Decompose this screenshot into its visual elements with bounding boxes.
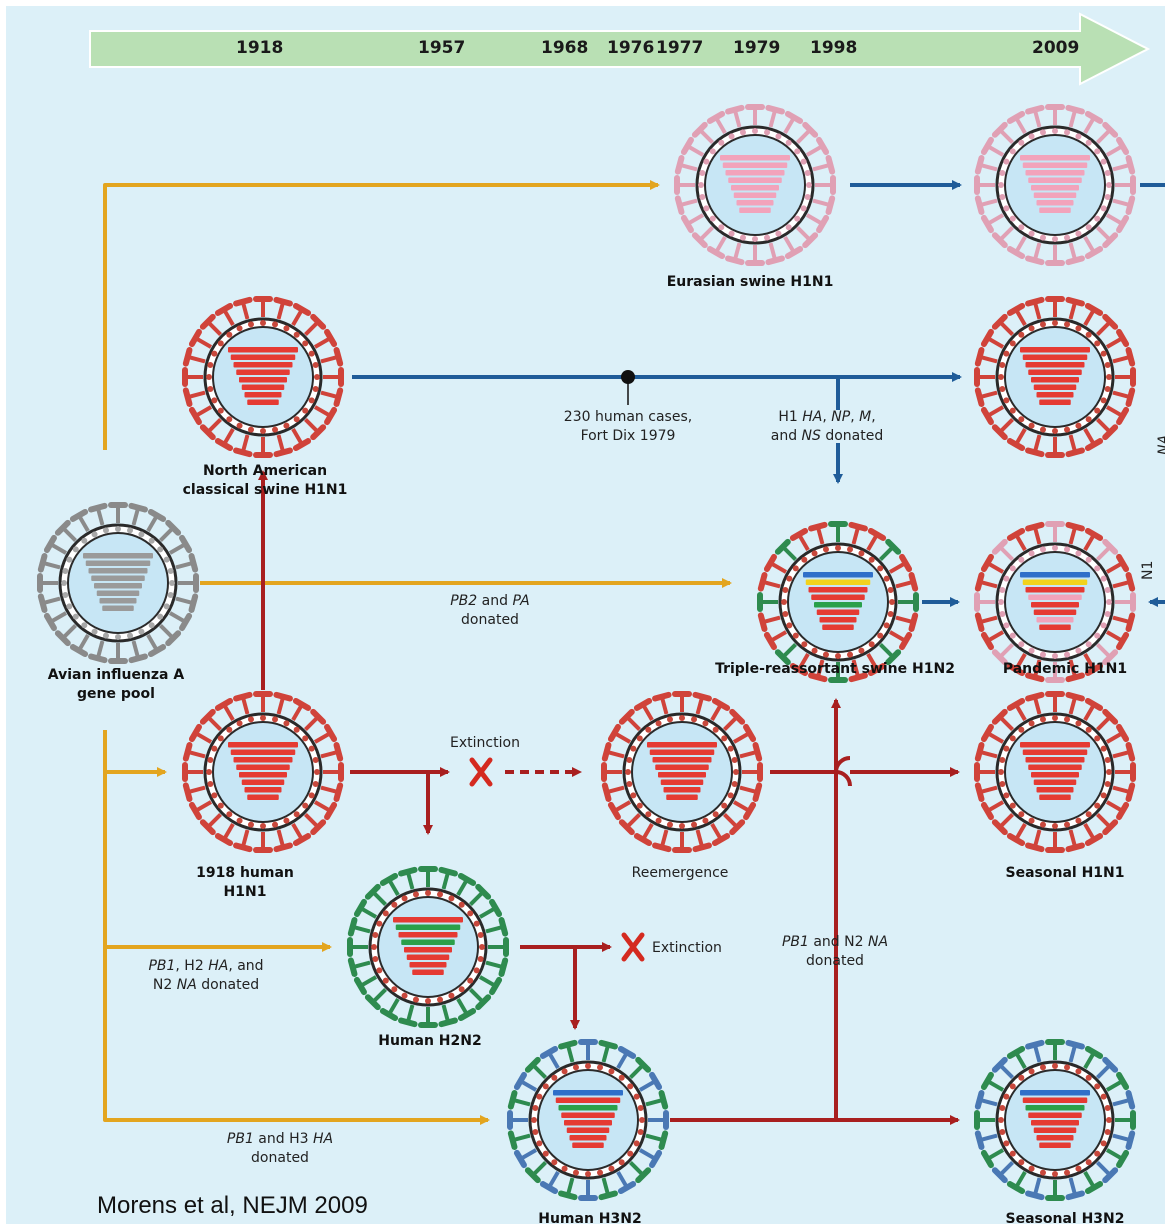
year-label-1918: 1918 xyxy=(236,38,284,58)
virion-1918 xyxy=(182,691,344,853)
arrow-avian-to-h3n2 xyxy=(103,730,490,1125)
annotation-pb1-h3: PB1 and H3 HA donated xyxy=(226,1131,334,1166)
strain-label-triple-reassortant: Triple-reassortant swine H1N2 xyxy=(715,661,955,677)
virion-eurasian-2009 xyxy=(974,104,1136,266)
year-label-1957: 1957 xyxy=(418,38,466,58)
year-label-1977: 1977 xyxy=(656,38,704,58)
strain-label-human-h3n2: Human H3N2 xyxy=(538,1211,642,1227)
strain-label-reemergence: Reemergence xyxy=(631,865,729,881)
strain-label-seasonal-h3n2: Seasonal H3N2 xyxy=(1005,1211,1125,1227)
extinction-x-1 xyxy=(469,757,493,787)
virion-group xyxy=(37,104,1136,1201)
arrow-avian-to-eurasian xyxy=(103,180,660,450)
annotation-extinction-2: Extinction xyxy=(652,940,722,956)
extinction-x-2 xyxy=(621,932,645,962)
line-reemergence-hop2 xyxy=(834,756,851,773)
annotation-pb1-n2: PB1 and N2 NA donated xyxy=(781,934,889,969)
virion-na-classical xyxy=(182,296,344,458)
virion-reemergence xyxy=(601,691,763,853)
annotation-fort-dix: 230 human cases, Fort Dix 1979 xyxy=(563,409,693,444)
strain-label-human-h2n2: Human H2N2 xyxy=(378,1033,482,1049)
diagram-background xyxy=(6,6,1165,1224)
strain-label-avian: Avian influenza A gene pool xyxy=(47,667,185,702)
annotation-pb2-pa: PB2 and PA donated xyxy=(450,593,530,628)
virion-seasonal-h3n2 xyxy=(974,1039,1136,1201)
virion-triple xyxy=(757,521,919,683)
virion-h3n2 xyxy=(507,1039,669,1201)
strain-label-na-classical-swine: North American classical swine H1N1 xyxy=(182,463,348,498)
virion-seasonal-h1n1 xyxy=(974,691,1136,853)
strain-label-1918-human: 1918 human H1N1 xyxy=(196,865,294,900)
annotation-h1-donated: H1 HA, NP, M, and NS donated xyxy=(770,409,884,444)
timeline-arrow xyxy=(89,12,1151,86)
year-label-1968: 1968 xyxy=(541,38,589,58)
year-label-1979: 1979 xyxy=(733,38,781,58)
virion-pandemic xyxy=(974,521,1136,683)
strain-label-pandemic-h1n1: Pandemic H1N1 xyxy=(1002,661,1128,677)
strain-label-eurasian-swine: Eurasian swine H1N1 xyxy=(666,274,834,290)
annotation-extinction-1: Extinction xyxy=(450,735,520,751)
citation: Morens et al, NEJM 2009 xyxy=(97,1192,368,1219)
line-reemergence-hop xyxy=(835,770,852,787)
strain-label-seasonal-h1n1: Seasonal H1N1 xyxy=(1005,865,1125,881)
year-label-2009: 2009 xyxy=(1032,38,1080,58)
year-label-1976: 1976 xyxy=(607,38,655,58)
annotation-pb1-h2-na: PB1, H2 HA, and N2 NA donated xyxy=(148,958,264,993)
virion-eurasian xyxy=(674,104,836,266)
connector-lines xyxy=(103,180,1165,1125)
virion-h2n2 xyxy=(347,866,509,1028)
virion-avian xyxy=(37,502,199,664)
virion-classical-2009 xyxy=(974,296,1136,458)
annotation-n1-side: N1 NA and M donated xyxy=(1140,434,1165,580)
year-label-1998: 1998 xyxy=(810,38,858,58)
